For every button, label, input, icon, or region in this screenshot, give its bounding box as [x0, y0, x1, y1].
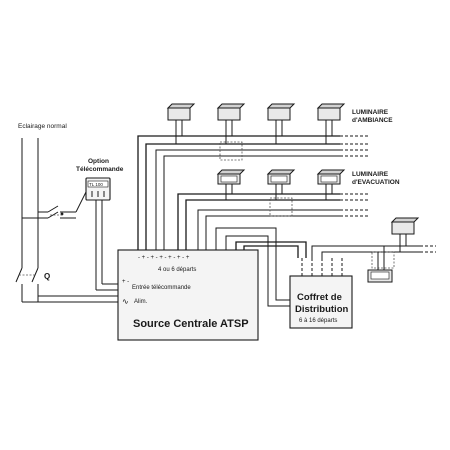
coffret-distribution: Coffret de Distribution 6 à 16 départs: [289, 256, 353, 329]
junction-box-icon: [219, 141, 243, 161]
luminaire-icon: [266, 103, 296, 144]
coffret-outputs: [301, 256, 343, 276]
telecommande-label: Télécommande: [76, 166, 124, 173]
evacuation-row: LUMINAIRE d'EVACUATION: [216, 169, 400, 217]
source-wiring: [137, 135, 368, 307]
light-switch-icon: [22, 205, 76, 219]
ambiance-row: LUMINAIRE d'AMBIANCE: [166, 103, 393, 161]
luminaire-icon: [390, 217, 420, 252]
luminaire-evacuation-label-1: LUMINAIRE: [352, 171, 389, 178]
coffret-title-1: Coffret de: [297, 292, 342, 303]
mains-feed: Eclairage normal Q: [15, 123, 118, 303]
coffret-title-2: Distribution: [295, 304, 348, 315]
luminaire-evacuation-label-2: d'EVACUATION: [352, 179, 400, 186]
terminal-pm-entree: + -: [122, 279, 129, 285]
coffret-branch: [311, 217, 436, 283]
q-switch-label: Q: [44, 272, 50, 281]
departs-4-6-label: 4 ou 6 départs: [158, 267, 196, 273]
source-centrale: - + - + - + - + - + - + 4 ou 6 départs +…: [117, 249, 259, 341]
ac-wave-icon: ∿: [122, 297, 129, 306]
tl100-label: TL 100: [89, 182, 103, 187]
luminaire-ambiance-label-1: LUMINAIRE: [352, 109, 389, 116]
luminaire-ambiance-label-2: d'AMBIANCE: [352, 117, 393, 124]
luminaire-icon: [216, 169, 246, 200]
luminaire-icon: [367, 246, 395, 283]
luminaire-icon: [316, 103, 346, 144]
source-centrale-box: [117, 249, 259, 341]
terminals-top: - + - + - + - + - + - +: [138, 255, 190, 261]
q-switch-icon: [15, 267, 39, 302]
source-centrale-title: Source Centrale ATSP: [133, 318, 249, 330]
luminaire-icon: [266, 169, 296, 200]
eclairage-normal-label: Eclairage normal: [18, 123, 67, 130]
junction-box-icon: [269, 197, 293, 217]
luminaire-icon: [316, 169, 346, 200]
option-telecommande: Option Télécommande TL 100: [75, 158, 124, 291]
option-label: Option: [88, 158, 109, 165]
coffret-box: [289, 275, 353, 329]
entree-telecommande-label: Entrée télécommande: [132, 285, 191, 291]
luminaire-icon: [166, 103, 196, 144]
alim-label: Alim.: [134, 299, 148, 305]
luminaire-icon: [216, 103, 246, 144]
departs-6-16-label: 6 à 16 départs: [299, 318, 337, 324]
